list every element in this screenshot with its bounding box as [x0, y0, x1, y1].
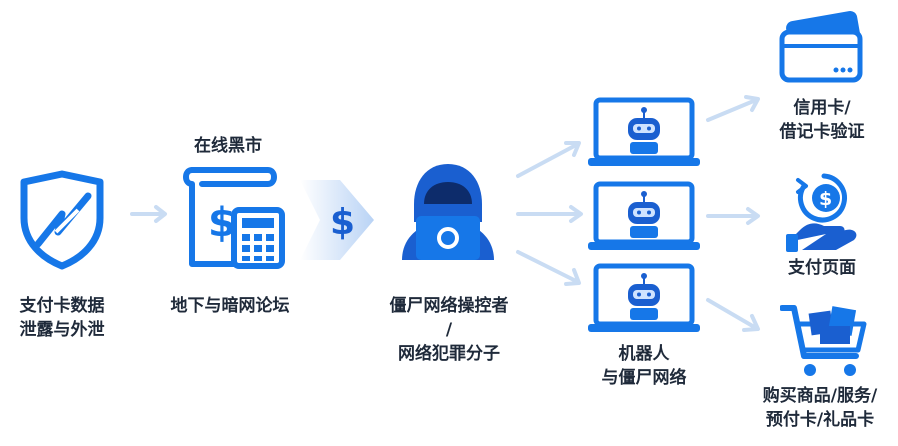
- market-title: 在线黑市: [194, 136, 262, 156]
- payment-hand-icon: $: [786, 172, 862, 252]
- credit-card-icon: [774, 10, 870, 86]
- bots-label: 机器人 与僵尸网络: [601, 344, 687, 388]
- receipt-calculator-icon: $: [178, 164, 288, 272]
- arrow-dollar-glyph: $: [330, 202, 355, 243]
- shopping-cart-icon: [780, 302, 868, 380]
- arrow-right-icon: [130, 204, 170, 224]
- payment-dollar-glyph: $: [819, 188, 832, 210]
- payment-page-label: 支付页面: [788, 258, 856, 278]
- hacker-icon: [396, 160, 500, 266]
- dollar-arrow-icon: $: [300, 172, 376, 268]
- arrows-to-outcomes-icon: [704, 92, 766, 338]
- robot-laptop-icon-bottom: [588, 262, 700, 336]
- shield-icon: [18, 170, 106, 270]
- breach-label: 支付卡数据 泄露与外泄: [19, 296, 105, 340]
- actor-label: 僵尸网络操控者 / 网络犯罪分子: [389, 296, 509, 364]
- arrows-to-bots-icon: [510, 130, 590, 290]
- card-verification-label: 信用卡/ 借记卡验证: [779, 98, 865, 142]
- forum-label: 地下与暗网论坛: [170, 296, 290, 316]
- robot-laptop-icon-top: [588, 96, 700, 170]
- robot-laptop-icon-middle: [588, 180, 700, 254]
- purchase-label: 购买商品/服务/ 预付卡/礼品卡: [762, 386, 878, 430]
